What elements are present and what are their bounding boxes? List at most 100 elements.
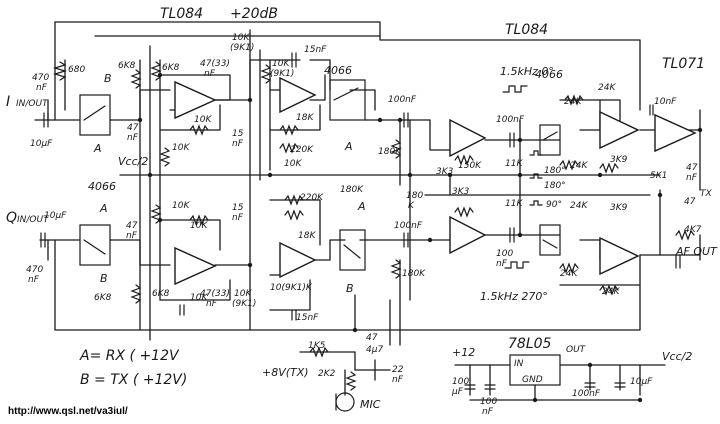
component-label: 18K: [298, 231, 316, 241]
component-label: 10K: [172, 201, 190, 211]
component-label: 1K5: [308, 341, 326, 351]
component-label: B: [104, 72, 112, 85]
component-label: 10K: [234, 289, 252, 299]
switch-4066-q: [79, 224, 111, 266]
switch-4066-top: [329, 79, 366, 121]
component-label: +12: [452, 346, 475, 359]
component-label: 47: [126, 221, 138, 231]
component-label: 10K: [284, 159, 302, 169]
component-label: nF: [204, 69, 216, 79]
component-label: 6K8: [152, 289, 170, 299]
label-gain: +20dB: [230, 6, 278, 22]
label-4066-top: 4066: [324, 64, 352, 77]
component-label: 10K: [272, 59, 290, 69]
component-label: 180: [406, 191, 423, 201]
component-label: nF: [36, 83, 48, 93]
component-label: 10(9K1)K: [270, 283, 313, 293]
component-label: 180K: [340, 185, 364, 195]
component-label: 1.5kHz 0°: [500, 65, 554, 78]
component-label: 15: [232, 129, 244, 139]
component-label: A: [93, 142, 102, 155]
label-4066-mid: 4066: [535, 68, 563, 81]
opamp-i-2: [279, 76, 317, 114]
component-label: 100nF: [388, 95, 417, 105]
legend: A= RX ( +12V B = TX ( +12V): [79, 348, 187, 388]
opamp-i-1: [174, 80, 217, 120]
label-vcc2: Vcc/2: [118, 155, 148, 168]
component-label: 90°: [546, 200, 562, 210]
component-label: nF: [686, 173, 698, 183]
component-label: 4K7: [684, 225, 702, 235]
component-label: (9K1): [270, 69, 294, 79]
label-i-in: I: [6, 94, 10, 110]
component-label: nF: [126, 231, 138, 241]
component-label: OUT: [566, 345, 587, 355]
component-label: 470: [26, 265, 43, 275]
switch-4066-shift-a: [539, 124, 561, 156]
junctions: [137, 72, 703, 403]
component-label: 47(33): [200, 59, 230, 69]
component-label: 24K: [570, 161, 588, 171]
component-label: 220K: [290, 145, 314, 155]
component-label: 100nF: [394, 221, 423, 231]
ic-labels: TL084 +20dB TL084 TL071 4066 4066 4066 7…: [88, 6, 705, 352]
component-label: 47: [686, 163, 698, 173]
opamp-shift-1: [449, 118, 487, 158]
component-label: 10K: [172, 143, 190, 153]
component-label: 10µF: [630, 377, 653, 387]
component-label: A: [357, 200, 366, 213]
component-label: 24K: [564, 97, 582, 107]
component-label: 10K: [190, 293, 208, 303]
component-label: 180°: [544, 181, 566, 191]
wires: [34, 21, 701, 401]
component-label: 2K2: [318, 369, 336, 379]
component-label: 10K: [194, 115, 212, 125]
switch-4066-shift-b: [539, 224, 561, 256]
opamp-sum-i: [599, 110, 640, 150]
component-label: µF: [451, 387, 464, 397]
component-label: 47: [684, 197, 696, 207]
component-label: 24K: [602, 287, 620, 297]
switch-labels: B A A B A A B: [93, 72, 366, 295]
component-label: 10K: [232, 33, 250, 43]
component-label: 5K1: [650, 171, 667, 181]
component-label: 24K: [560, 269, 578, 279]
component-label: 15nF: [296, 313, 319, 323]
label-vcc2-reg: Vcc/2: [662, 350, 692, 363]
component-label: 11K: [505, 159, 523, 169]
component-label: 100: [496, 249, 513, 259]
component-label: 24K: [598, 83, 616, 93]
component-label: nF: [392, 375, 404, 385]
component-label: 22: [392, 365, 404, 375]
component-label: 220K: [300, 193, 324, 203]
label-af-out: AF OUT: [675, 245, 718, 258]
component-label: GND: [522, 375, 543, 385]
component-label: 6K8: [94, 293, 112, 303]
passive-components: [40, 52, 695, 412]
component-label: 11K: [505, 199, 523, 209]
component-label: (9K1): [232, 299, 256, 309]
component-label: 180°: [544, 166, 566, 176]
source-url: http://www.qsl.net/va3iul/: [8, 406, 128, 417]
component-label: 3K9: [610, 155, 628, 165]
component-label: TX: [700, 189, 712, 199]
component-label: 100nF: [572, 389, 601, 399]
component-label: 100: [480, 397, 497, 407]
label-q-in-sub: IN/OUT: [17, 215, 50, 225]
label-i-in-sub: IN/OUT: [16, 99, 49, 109]
opamp-tl071: [654, 113, 697, 153]
switch-4066-mid: [339, 229, 366, 271]
label-tl084-b: TL084: [505, 22, 548, 38]
component-label: K: [408, 201, 415, 211]
component-label: 47: [366, 333, 378, 343]
component-label: nF: [28, 275, 40, 285]
component-label: B: [346, 282, 354, 295]
component-label: (9K1): [230, 43, 254, 53]
component-label: 180K: [378, 147, 402, 157]
component-label: nF: [496, 259, 508, 269]
component-label: IN: [514, 359, 524, 369]
opamp-shift-2: [449, 215, 487, 255]
